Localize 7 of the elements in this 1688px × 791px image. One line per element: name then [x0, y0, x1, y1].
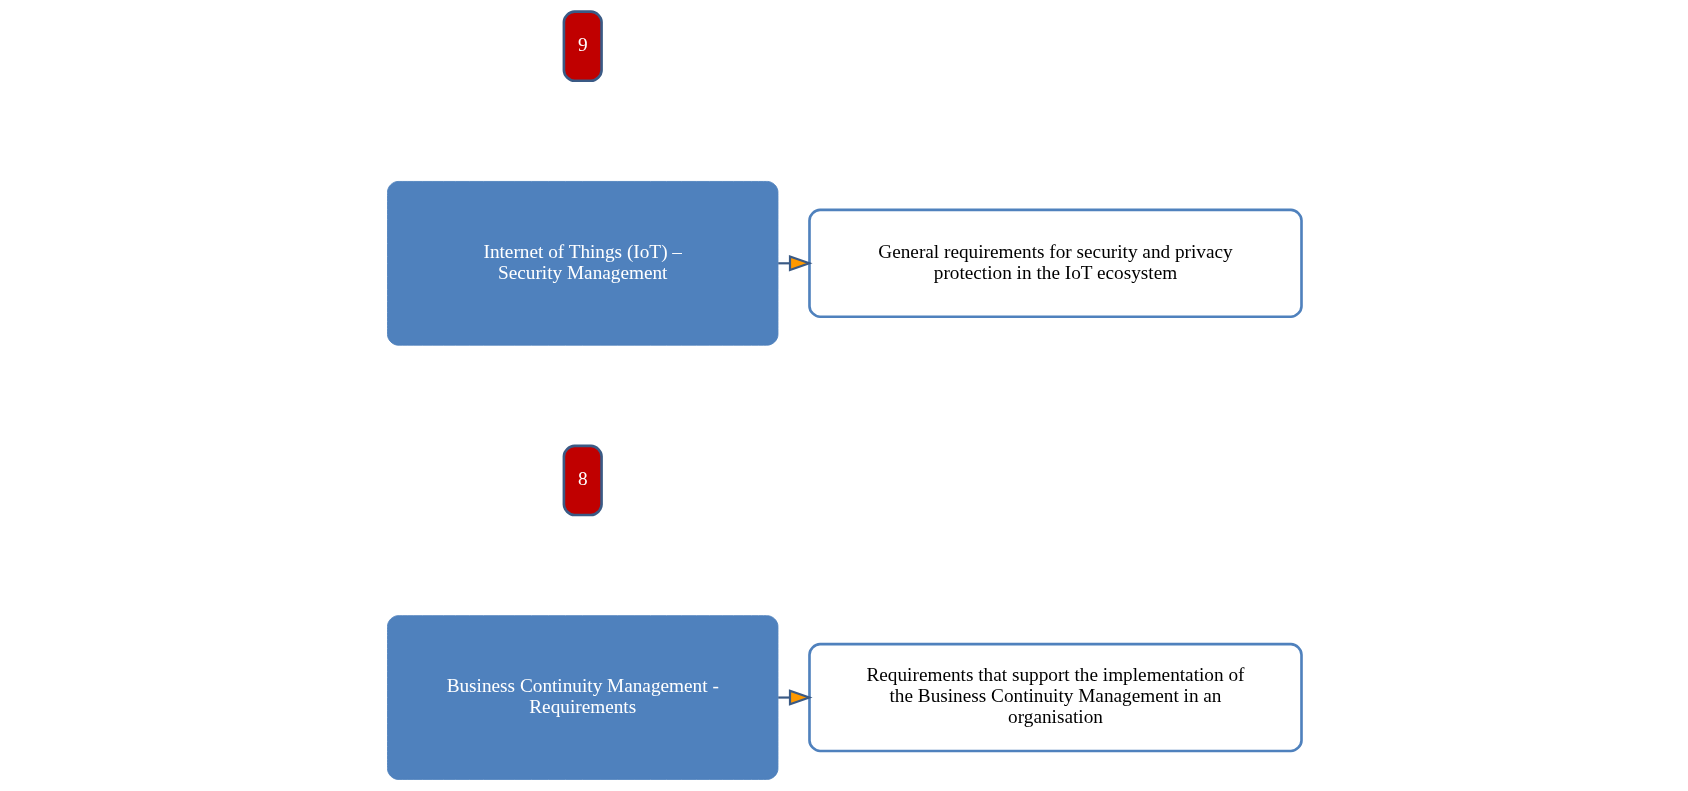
- node-box: Internet of Things (IoT) – Security Management: [386, 181, 778, 346]
- node-box: General requirements for security and privacy protection in the IoT ecosystem: [807, 208, 1303, 319]
- node-box: 9: [562, 10, 603, 83]
- node-box: 8: [562, 444, 603, 517]
- node-box: Requirements that support the implementation of the Business Continuity Management in an organisation: [807, 642, 1303, 753]
- arrow: [777, 689, 813, 706]
- node-box: Business Continuity Management - Requirements: [386, 615, 778, 780]
